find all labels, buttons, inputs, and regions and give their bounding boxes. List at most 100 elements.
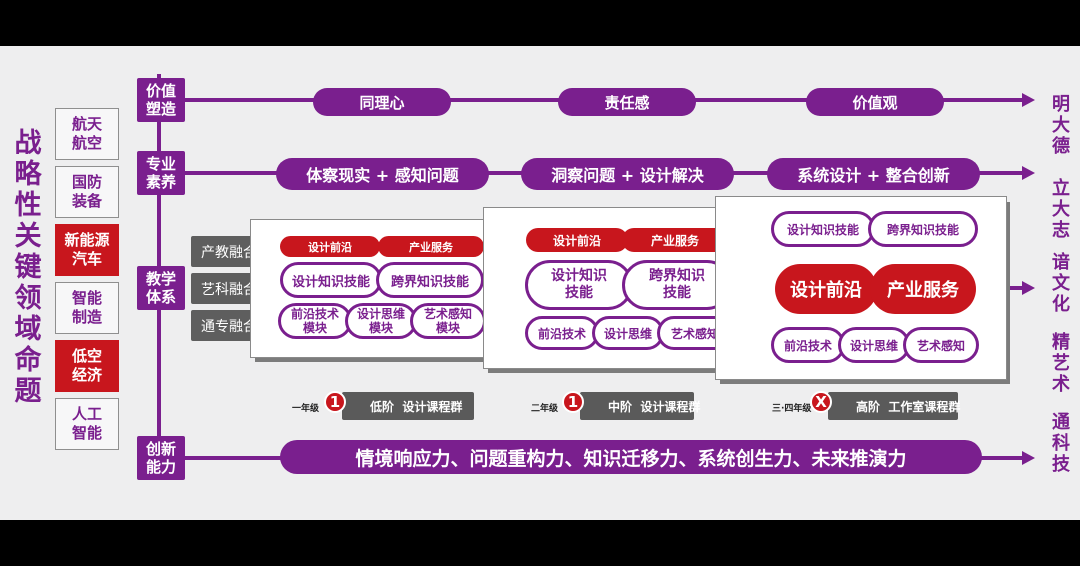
- row-label-value: 价值 塑造: [137, 78, 185, 122]
- value-pill: 同理心: [313, 88, 451, 116]
- left-title: 战略性关键领域命题: [10, 128, 46, 407]
- level-year-text: 二年级: [531, 403, 559, 414]
- module-oval: 前沿技术: [525, 316, 599, 350]
- professional-pill: 体察现实 + 感知问题: [276, 158, 489, 190]
- level-text: 低阶 设计课程群: [370, 399, 463, 414]
- right-value: 精艺术: [1049, 332, 1073, 395]
- oval-text: 前沿技术: [783, 338, 832, 353]
- arrow-right-icon: [1022, 451, 1035, 465]
- pill-text: 体察现实 + 感知问题: [306, 166, 459, 185]
- domain-ai: 人工 智能: [55, 398, 119, 450]
- domain-label: 国防 装备: [71, 173, 102, 210]
- fusion-text: 艺科融合: [201, 281, 257, 298]
- service-tag: 产业服务: [378, 236, 484, 257]
- domain-new-energy: 新能源 汽车: [55, 224, 119, 276]
- pill-text: 洞察问题 + 设计解决: [551, 166, 704, 185]
- oval-text: 设计知识 技能: [551, 268, 607, 301]
- right-value-text: 明大德: [1052, 94, 1070, 157]
- frontier-tag: 设计前沿: [280, 236, 380, 257]
- frontier-tag-large: 设计前沿: [775, 264, 877, 314]
- level-year: 三·四年级: [772, 396, 811, 418]
- oval-text: 艺术感知: [670, 326, 719, 341]
- skill-oval: 设计知识 技能: [525, 260, 633, 310]
- domain-low-altitude: 低空 经济: [55, 340, 119, 392]
- right-value-text: 谙文化: [1052, 252, 1070, 315]
- skill-oval: 设计知识技能: [280, 262, 382, 298]
- professional-pill: 洞察问题 + 设计解决: [521, 158, 734, 190]
- module-oval: 设计思维: [838, 327, 910, 363]
- pill-text: 同理心: [359, 93, 405, 112]
- oval-text: 跨界知识技能: [886, 222, 959, 237]
- tag-text: 设计前沿: [552, 233, 601, 248]
- level-text: 高阶 工作室课程群: [856, 399, 961, 414]
- level-text: 中阶 设计课程群: [608, 399, 701, 414]
- right-value-text: 精艺术: [1052, 332, 1070, 395]
- right-value: 明大德: [1049, 94, 1073, 157]
- module-oval: 前沿技术 模块: [278, 303, 352, 339]
- row-label-innovation: 创新 能力: [137, 436, 185, 480]
- oval-text: 设计思维: [849, 338, 898, 353]
- level-badge: 高阶 工作室课程群: [828, 392, 961, 420]
- tag-text: 产业服务: [887, 280, 959, 301]
- domain-label: 低空 经济: [71, 347, 102, 384]
- oval-text: 跨界知识 技能: [649, 268, 705, 301]
- skill-oval: 跨界知识技能: [376, 262, 484, 298]
- fusion-text: 通专融合: [201, 318, 257, 335]
- skill-oval: 跨界知识技能: [868, 211, 978, 247]
- row-label-text: 教学 体系: [145, 270, 176, 306]
- oval-text: 前沿技术 模块: [290, 307, 339, 335]
- right-value: 通科技: [1049, 412, 1073, 475]
- oval-text: 艺术感知: [916, 338, 965, 353]
- oval-text: 前沿技术: [537, 326, 586, 341]
- level-number-icon: 1: [562, 391, 584, 413]
- domain-aerospace: 航天 航空: [55, 108, 119, 160]
- frontier-tag: 设计前沿: [526, 228, 628, 252]
- level-year: 一年级: [292, 396, 319, 418]
- value-pill: 责任感: [558, 88, 696, 116]
- domain-label: 人工 智能: [71, 405, 102, 442]
- arrow-right-icon: [1022, 166, 1035, 180]
- oval-text: 设计思维 模块: [356, 307, 405, 335]
- domain-smart-manufacturing: 智能 制造: [55, 282, 119, 334]
- level-number: X: [815, 393, 827, 411]
- module-oval: 艺术感知 模块: [410, 303, 486, 339]
- innovation-text: 情境响应力、问题重构力、知识迁移力、系统创生力、未来推演力: [355, 447, 907, 470]
- domain-label: 航天 航空: [71, 115, 102, 152]
- domain-label: 新能源 汽车: [64, 231, 110, 268]
- tag-text: 设计前沿: [308, 240, 352, 254]
- tag-text: 设计前沿: [790, 280, 862, 301]
- oval-text: 设计思维: [603, 326, 652, 341]
- innovation-bar: 情境响应力、问题重构力、知识迁移力、系统创生力、未来推演力: [280, 440, 982, 474]
- domain-defense: 国防 装备: [55, 166, 119, 218]
- row-label-text: 价值 塑造: [145, 82, 176, 118]
- module-oval: 设计思维: [592, 316, 664, 350]
- oval-text: 艺术感知 模块: [423, 307, 472, 335]
- row-label-teaching: 教学 体系: [137, 266, 185, 310]
- left-title-text: 战略性关键领域命题: [14, 128, 42, 407]
- pill-text: 价值观: [852, 93, 898, 112]
- level-year-text: 一年级: [292, 403, 320, 414]
- level-badge: 中阶 设计课程群: [580, 392, 700, 420]
- level-number: 1: [329, 393, 341, 411]
- level-x-icon: X: [810, 391, 832, 413]
- domain-label: 智能 制造: [71, 289, 102, 326]
- right-value: 谙文化: [1049, 252, 1073, 315]
- skill-oval: 设计知识技能: [771, 211, 875, 247]
- module-oval: 艺术感知: [903, 327, 979, 363]
- row-label-professional: 专业 素养: [137, 151, 185, 195]
- pill-text: 责任感: [604, 93, 650, 112]
- row-label-text: 创新 能力: [145, 440, 176, 476]
- level-number-icon: 1: [324, 391, 346, 413]
- oval-text: 设计知识技能: [291, 274, 370, 290]
- module-oval: 设计思维 模块: [345, 303, 417, 339]
- level-year-text: 三·四年级: [772, 403, 812, 414]
- fusion-text: 产教融合: [201, 244, 257, 261]
- module-oval: 前沿技术: [771, 327, 845, 363]
- right-value-text: 立大志: [1052, 178, 1070, 241]
- teaching-line: [1006, 286, 1024, 290]
- diagram-canvas: 战略性关键领域命题 航天 航空 国防 装备 新能源 汽车 智能 制造 低空 经济…: [0, 46, 1080, 520]
- level-number: 1: [567, 393, 579, 411]
- tag-text: 产业服务: [409, 240, 453, 254]
- service-tag-large: 产业服务: [870, 264, 976, 314]
- right-value: 立大志: [1049, 178, 1073, 241]
